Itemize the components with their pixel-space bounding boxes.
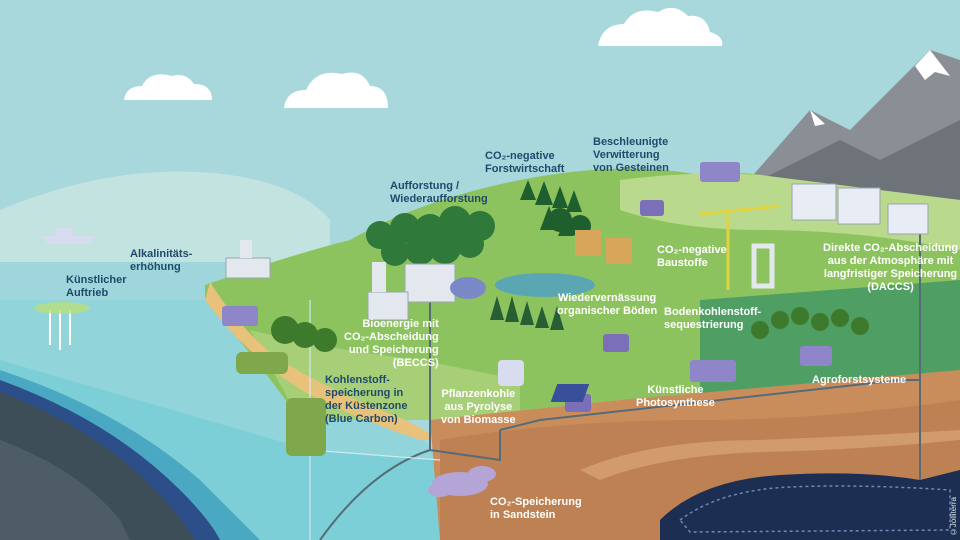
label-agroforst: Agroforstsysteme xyxy=(812,374,907,386)
coastal-factory xyxy=(225,240,271,279)
upwelling-pipes xyxy=(49,310,71,350)
biochar-bag xyxy=(498,360,524,386)
credit: ©Jolliterra xyxy=(949,496,958,536)
beccs-plant xyxy=(367,262,486,321)
cloud-right xyxy=(598,7,723,47)
wetland-water xyxy=(495,273,595,297)
tractors xyxy=(565,200,664,412)
sandstone-storage xyxy=(428,466,496,497)
solar-panel xyxy=(550,384,590,402)
forest-wetland xyxy=(490,296,564,330)
agroforestry-trees xyxy=(751,307,869,339)
crane xyxy=(699,204,781,290)
daccs-units xyxy=(791,183,929,235)
boat xyxy=(42,228,95,244)
storage-pipe-right xyxy=(429,230,921,450)
label-bodenkohlenstoff: Bodenkohlenstoff-sequestrierung xyxy=(664,306,762,331)
building-frame xyxy=(751,243,775,289)
mountains xyxy=(740,50,960,200)
coastal-vegetation xyxy=(236,352,326,456)
cloud-center xyxy=(284,72,388,108)
label-aufforstung: Aufforstung /Wiederaufforstung xyxy=(390,180,488,205)
coastal-trees xyxy=(271,316,337,352)
clouds xyxy=(124,7,723,108)
timber-storage xyxy=(575,230,632,264)
forest-afforestation xyxy=(366,206,495,266)
storage-pipe-left xyxy=(319,430,501,540)
cloud-left xyxy=(124,74,212,100)
trucks xyxy=(222,162,832,382)
label-alkalinitaet: Alkalinitäts-erhöhung xyxy=(130,248,193,273)
